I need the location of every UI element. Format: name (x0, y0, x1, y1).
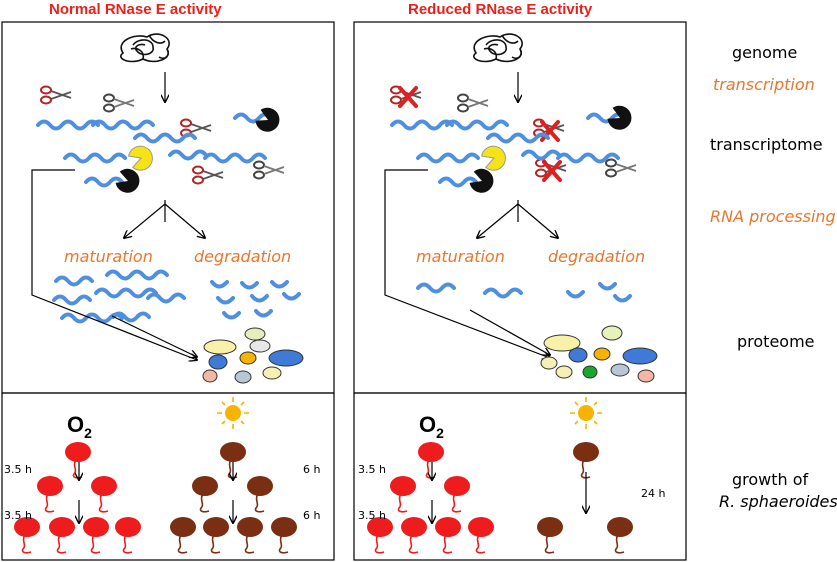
aerobic-cell (417, 441, 445, 479)
oxygen-label: O2 (67, 412, 92, 441)
maturation-label: maturation (64, 247, 153, 266)
proteome-cluster (202, 327, 304, 384)
proteome-label: proteome (737, 332, 815, 351)
rna-strand (36, 119, 100, 131)
enzyme-icon (479, 142, 510, 174)
growth-label: growth of (732, 470, 809, 489)
panel-frame-bottom (1, 392, 335, 561)
degradation-label: degradation (194, 247, 291, 266)
time-label: 3.5 h (358, 463, 386, 476)
aerobic-cell (64, 441, 92, 479)
scissors-icon (457, 93, 489, 113)
sun-icon (216, 396, 250, 430)
transcriptome-label: transcriptome (710, 135, 823, 154)
panel-frame-top (1, 21, 335, 394)
sun-icon (569, 396, 603, 430)
scissors-icon (253, 160, 285, 180)
genome-label: genome (732, 43, 798, 62)
oxygen-label: O2 (419, 412, 444, 441)
time-label: 3.5 h (4, 463, 32, 476)
genome-icon (473, 33, 523, 63)
degradation-label: degradation (548, 247, 645, 266)
maturation-label: maturation (416, 247, 505, 266)
scissors-icon (40, 85, 72, 105)
scissors-icon (605, 158, 637, 178)
scissors-icon (103, 93, 135, 113)
time-label: 6 h (303, 509, 320, 522)
time-label: 3.5 h (358, 509, 386, 522)
panel-reduced: maturation degradation O2 3.5 h 3.5 h (353, 21, 687, 561)
organism-label: R. sphaeroides (719, 492, 837, 511)
panel-frame-top (353, 21, 687, 394)
time-label: 24 h (641, 487, 665, 500)
panel-title-normal: Normal RNase E activity (49, 1, 222, 18)
panel-title-reduced: Reduced RNase E activity (408, 1, 593, 18)
panel-frame-bottom (353, 392, 687, 561)
transcription-label: transcription (713, 75, 815, 94)
genome-icon (120, 33, 170, 63)
enzyme-icon (126, 142, 157, 174)
time-label: 3.5 h (4, 509, 32, 522)
panel-normal: maturation degradation O2 (1, 21, 335, 561)
proteome-cluster (540, 325, 658, 383)
rna-processing-label: RNA processing (710, 207, 836, 226)
cross-icon (398, 86, 418, 108)
scissors-icon (192, 165, 224, 185)
time-label: 6 h (303, 463, 320, 476)
